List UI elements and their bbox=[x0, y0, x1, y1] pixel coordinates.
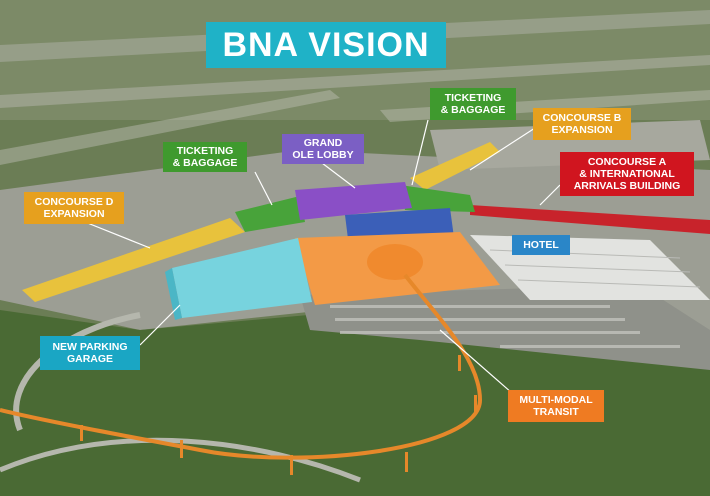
lobby-building bbox=[295, 182, 412, 220]
concourse-b-building bbox=[410, 142, 500, 190]
transit-track bbox=[0, 273, 483, 460]
callout-grand-ole-lobby: GRAND OLE LOBBY bbox=[282, 134, 364, 164]
callout-hotel: HOTEL bbox=[512, 235, 570, 255]
callout-ticketing-right: TICKETING & BAGGAGE bbox=[430, 88, 516, 120]
ticketing-left-building bbox=[235, 196, 305, 232]
callout-new-parking-garage: NEW PARKING GARAGE bbox=[40, 336, 140, 370]
page-title: BNA VISION bbox=[206, 22, 446, 68]
callout-concourse-b: CONCOURSE B EXPANSION bbox=[533, 108, 631, 140]
callout-ticketing-left: TICKETING & BAGGAGE bbox=[163, 142, 247, 172]
callout-multi-modal-transit: MULTI-MODAL TRANSIT bbox=[508, 390, 604, 422]
callout-concourse-d: CONCOURSE D EXPANSION bbox=[24, 192, 124, 224]
new-parking-garage-building bbox=[172, 238, 312, 318]
concourse-d-building bbox=[22, 218, 245, 302]
concourse-a-building bbox=[470, 205, 710, 234]
callout-concourse-a: CONCOURSE A & INTERNATIONAL ARRIVALS BUI… bbox=[560, 152, 694, 196]
ticketing-right-building bbox=[400, 185, 475, 212]
